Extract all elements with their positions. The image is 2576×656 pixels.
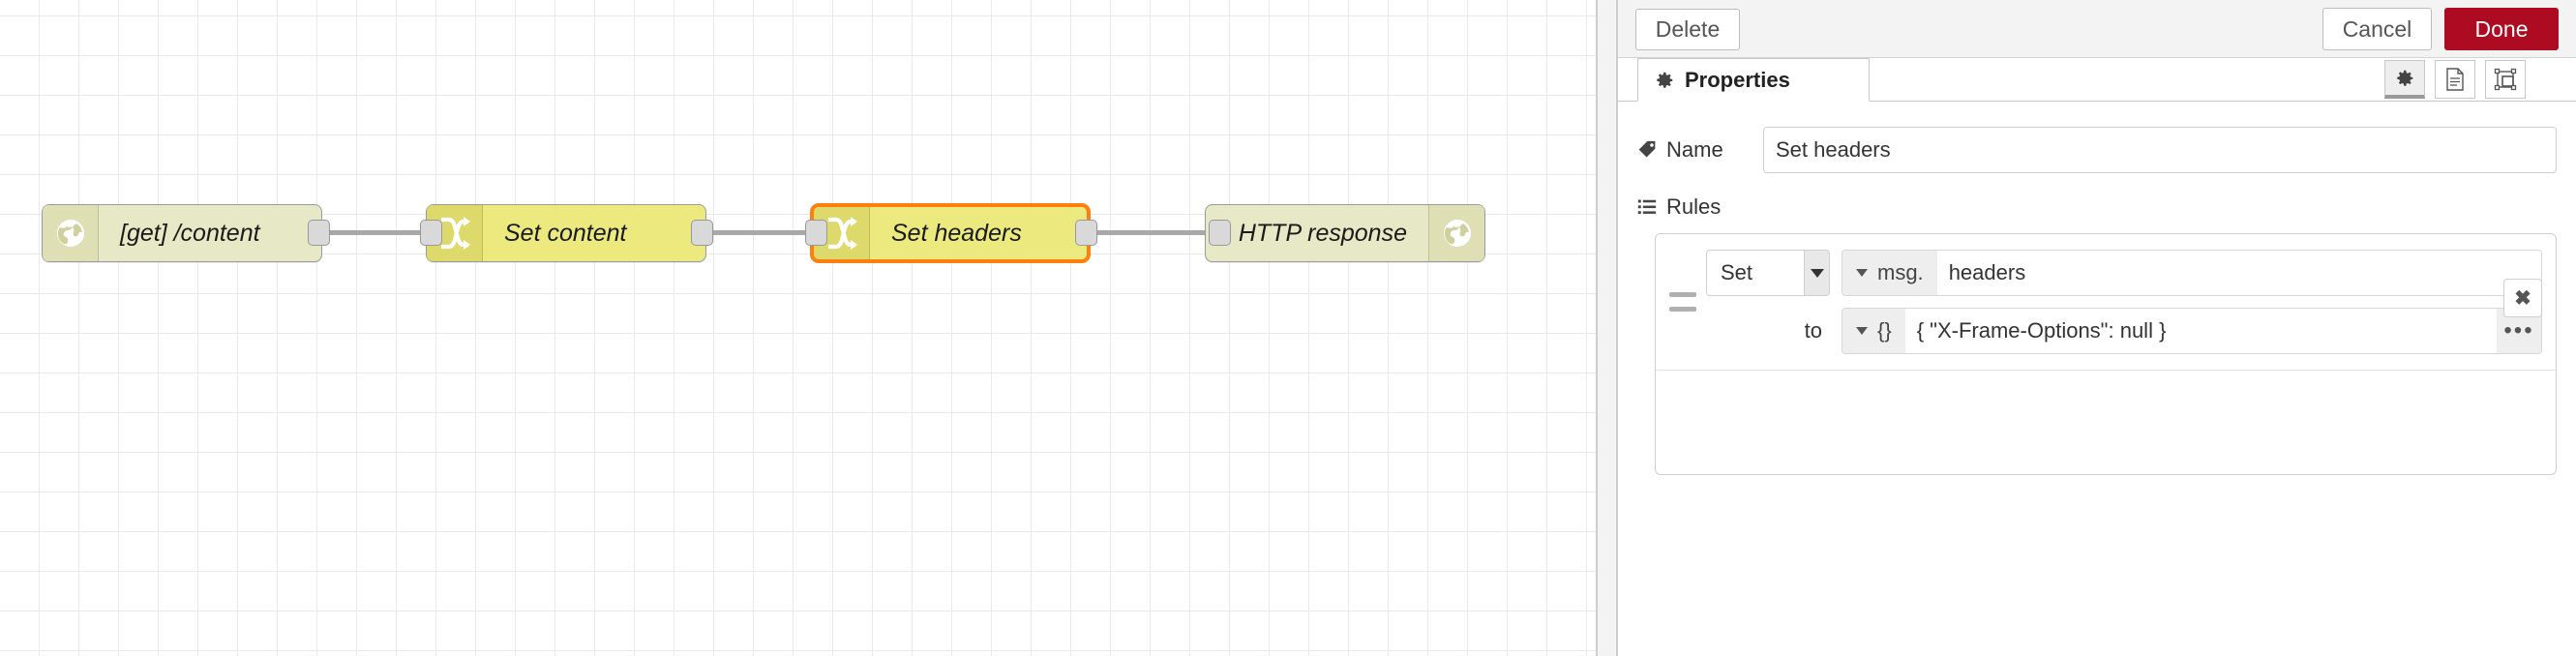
globe-icon <box>56 220 84 247</box>
change-icon <box>440 217 470 250</box>
change-icon <box>827 217 857 250</box>
chevron-down-icon <box>1856 269 1868 277</box>
rule-value-line: to {} { "X-Frame-Options": null } ••• <box>1706 308 2542 354</box>
chevron-down-icon <box>1856 327 1868 335</box>
rule-row: Set msg. <box>1656 234 2556 371</box>
node-properties-form: Name Rules <box>1618 102 2576 475</box>
node-label: Set headers <box>891 219 1022 247</box>
rule-value-type-label: {} <box>1877 318 1892 343</box>
node-input-port[interactable] <box>1209 220 1231 246</box>
node-http-in[interactable]: [get] /content <box>42 204 322 262</box>
node-label: HTTP response <box>1238 219 1407 247</box>
rule-target-typed-input[interactable]: msg. headers <box>1842 250 2542 296</box>
list-icon <box>1637 199 1657 215</box>
panel-titlebar: Delete Cancel Done <box>1618 0 2576 58</box>
rule-value-type-select[interactable]: {} <box>1842 309 1905 353</box>
rule-action-value: Set <box>1721 260 1753 284</box>
tag-icon <box>1638 140 1656 158</box>
panel-tabbar: Properties <box>1618 58 2576 102</box>
rule-value-typed-input[interactable]: {} { "X-Frame-Options": null } ••• <box>1842 308 2542 354</box>
globe-icon-badge <box>1428 205 1484 261</box>
rules-list: Set msg. <box>1655 233 2557 475</box>
node-label: [get] /content <box>120 219 260 247</box>
appearance-icon-button[interactable] <box>2485 60 2526 99</box>
node-output-port[interactable] <box>1075 220 1097 246</box>
node-output-port[interactable] <box>691 220 713 246</box>
tab-properties[interactable]: Properties <box>1637 58 1870 102</box>
chevron-down-icon <box>1804 251 1829 295</box>
rule-target-line: Set msg. <box>1706 250 2542 296</box>
tab-label: Properties <box>1685 67 1790 92</box>
rule-to-label: to <box>1804 318 1822 343</box>
cancel-button[interactable]: Cancel <box>2322 8 2432 50</box>
name-row: Name <box>1637 127 2557 173</box>
change-icon-badge <box>427 205 483 261</box>
node-input-port[interactable] <box>420 220 442 246</box>
wire[interactable] <box>1081 230 1216 235</box>
rule-target-type-label: msg. <box>1877 260 1924 284</box>
name-label: Name <box>1666 137 1723 162</box>
gear-icon <box>2397 70 2413 86</box>
node-label: Set content <box>504 219 627 247</box>
node-set-headers[interactable]: Set headers <box>811 204 1090 262</box>
gear-icon <box>1657 72 1673 88</box>
wire[interactable] <box>697 230 824 235</box>
rule-value[interactable]: { "X-Frame-Options": null } <box>1904 309 2497 353</box>
properties-icon-button[interactable] <box>2384 60 2425 99</box>
node-output-port[interactable] <box>308 220 330 246</box>
rule-delete-button[interactable]: ✖ <box>2503 279 2542 317</box>
name-input[interactable] <box>1763 127 2557 173</box>
globe-icon <box>1443 220 1471 247</box>
drag-handle-icon[interactable] <box>1669 292 1696 312</box>
description-icon-button[interactable] <box>2435 60 2475 99</box>
done-button[interactable]: Done <box>2444 8 2559 50</box>
node-http-response[interactable]: HTTP response <box>1205 204 1485 262</box>
rules-label: Rules <box>1666 194 1722 219</box>
appearance-icon <box>2494 68 2517 91</box>
rule-target-value[interactable]: headers <box>1936 251 2541 295</box>
panel-resize-handle[interactable] <box>1596 0 1618 656</box>
node-input-port[interactable] <box>805 220 827 246</box>
delete-button[interactable]: Delete <box>1635 9 1740 50</box>
rule-target-type-select[interactable]: msg. <box>1842 251 1937 295</box>
document-icon <box>2446 68 2464 91</box>
rule-action-select[interactable]: Set <box>1706 250 1830 296</box>
rules-label-group: Rules <box>1637 194 2557 220</box>
node-set-content[interactable]: Set content <box>426 204 706 262</box>
node-edit-panel: Delete Cancel Done Properties <box>1618 0 2576 656</box>
wire[interactable] <box>314 230 439 235</box>
name-label-group: Name <box>1637 137 1763 163</box>
globe-icon-badge <box>43 205 99 261</box>
flow-canvas[interactable]: [get] /content Set content <box>0 0 1596 656</box>
